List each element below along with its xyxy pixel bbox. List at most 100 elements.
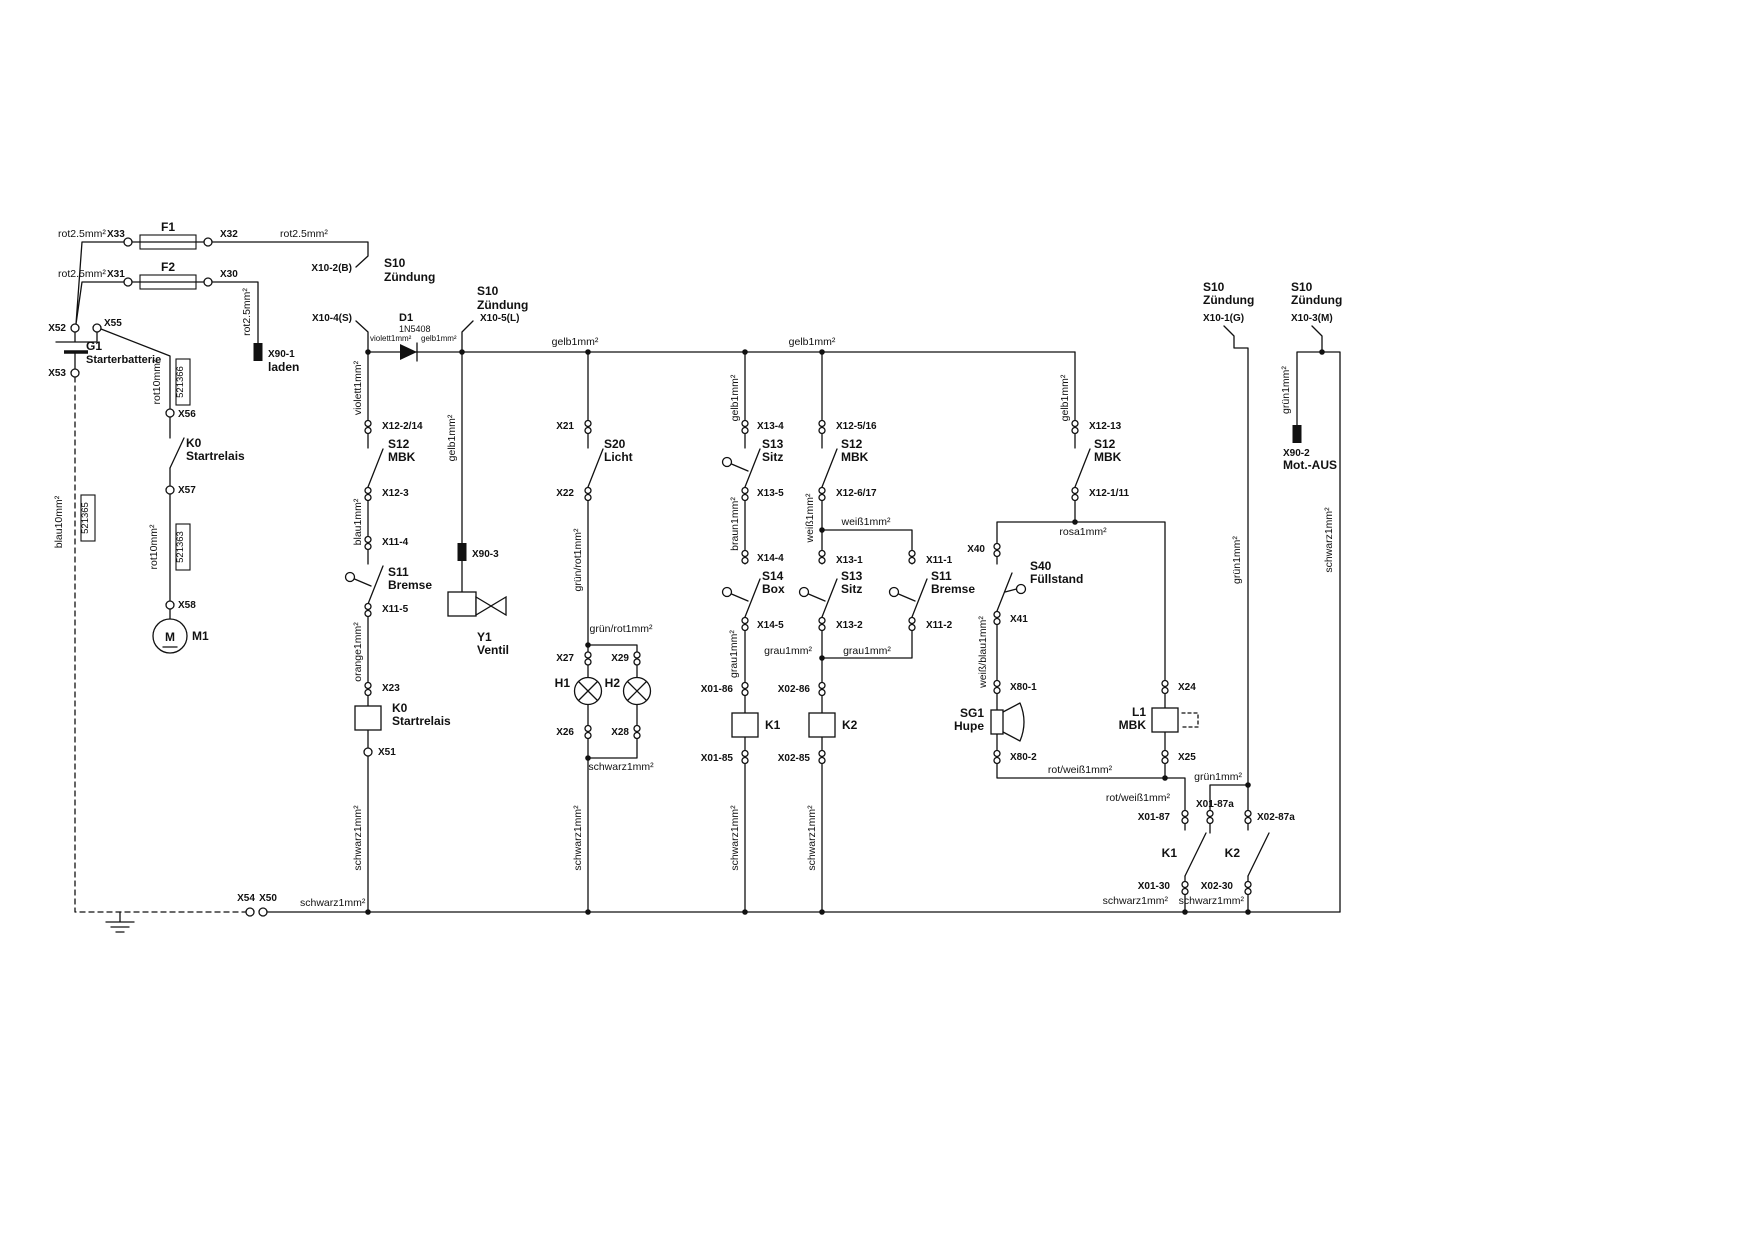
label-term-x55-label: X55 xyxy=(104,318,122,329)
wires-layer xyxy=(55,241,1341,913)
label-x90-1-name: laden xyxy=(268,360,299,374)
terminal-x30 xyxy=(203,277,213,287)
label-wire-schwarz-e: schwarz1mm² xyxy=(806,805,818,871)
label-s10-l-ref: S10 xyxy=(477,284,499,298)
label-term-x22-label: X22 xyxy=(556,488,574,499)
wire-battery-to-fuses xyxy=(75,241,369,344)
junction-dot xyxy=(585,642,591,648)
label-g1-name: Starterbatterie xyxy=(86,354,161,366)
connector-x02-87a xyxy=(1244,809,1252,825)
label-k2-contact-ref: K2 xyxy=(1225,846,1241,860)
label-s12-a-name: MBK xyxy=(388,450,416,464)
connector-x13-5 xyxy=(741,486,749,502)
label-term-x52-label: X52 xyxy=(48,323,66,334)
label-term-x57-label: X57 xyxy=(178,485,196,496)
diode-d1-triangle xyxy=(400,344,417,360)
label-m1-ref: M1 xyxy=(192,629,209,643)
connector-x13-2 xyxy=(818,616,826,632)
label-term-x10-1g-label: X10-1(G) xyxy=(1203,313,1244,324)
switch-blade-s12-f xyxy=(1074,448,1091,488)
label-s12-a-ref: S12 xyxy=(388,437,410,451)
label-wire-grau-h1: grau1mm² xyxy=(764,645,812,657)
label-term-x30-label: X30 xyxy=(220,269,238,280)
switch-blade-s11-e xyxy=(911,578,928,618)
label-term-x29-label: X29 xyxy=(611,653,629,664)
junction-dot xyxy=(1162,775,1168,781)
label-k2-coil-ref: K2 xyxy=(842,718,858,732)
label-s11-e-name: Bremse xyxy=(931,582,975,596)
horn-sg1-body xyxy=(990,709,1004,735)
connector-x13-4 xyxy=(741,419,749,435)
label-wire-rot25-c: rot2.5mm² xyxy=(58,268,106,280)
valve-y1-coil xyxy=(447,591,477,617)
lamp-h2-cross xyxy=(626,680,648,702)
connector-x24 xyxy=(1161,679,1169,695)
label-wire-gelb-sm: gelb1mm² xyxy=(421,334,457,343)
label-m1-symbol: M xyxy=(165,630,175,644)
label-term-x01-87a-label: X01-87a xyxy=(1196,799,1234,810)
label-part-521365: 521365 xyxy=(80,502,91,534)
label-wire-rot25-a: rot2.5mm² xyxy=(58,228,106,240)
label-term-x12-1-11-label: X12-1/11 xyxy=(1089,488,1129,499)
label-term-x12-3-label: X12-3 xyxy=(382,488,409,499)
label-term-x02-85-label: X02-85 xyxy=(778,753,811,764)
label-term-x12-6-17-label: X12-6/17 xyxy=(836,488,877,499)
label-term-x12-13-label: X12-13 xyxy=(1089,421,1122,432)
junction-dot xyxy=(819,655,825,661)
junction-dot xyxy=(819,527,825,533)
connector-x14-4 xyxy=(741,549,749,565)
wire-bus-c-licht xyxy=(587,351,638,913)
junction-dot xyxy=(585,349,591,355)
switch-blade-k1-contact xyxy=(1184,832,1207,877)
label-term-x02-87a-label: X02-87a xyxy=(1257,812,1295,823)
label-wire-rotweiss-h1: rot/weiß1mm² xyxy=(1048,764,1113,776)
actuator-s14 xyxy=(721,586,733,598)
actuator-s13-d xyxy=(721,456,733,468)
label-wire-schwarz-h: schwarz1mm² xyxy=(588,761,654,773)
part-number-box-521366 xyxy=(175,358,191,406)
label-term-x14-4-label: X14-4 xyxy=(757,553,784,564)
label-l1-name: MBK xyxy=(1119,718,1147,732)
coil-l1 xyxy=(1151,707,1179,733)
connector-x23 xyxy=(364,681,372,697)
label-term-x11-2-label: X11-2 xyxy=(926,620,953,631)
terminal-x52 xyxy=(70,323,80,333)
junction-dots xyxy=(365,349,1325,915)
label-s11-e-ref: S11 xyxy=(931,569,952,583)
terminal-x90-3 xyxy=(457,543,467,561)
label-term-x90-3-label: X90-3 xyxy=(472,549,499,560)
label-s11-a-name: Bremse xyxy=(388,578,432,592)
label-term-x80-1-label: X80-1 xyxy=(1010,682,1037,693)
label-wire-gruenrot-h: grün/rot1mm² xyxy=(589,623,653,635)
label-term-x10-5l-label: X10-5(L) xyxy=(480,313,519,324)
connector-x41 xyxy=(993,610,1001,626)
label-wire-gelb-vb: gelb1mm² xyxy=(446,414,458,461)
label-term-x10-3m-label: X10-3(M) xyxy=(1291,313,1333,324)
label-s12-e-name: MBK xyxy=(841,450,869,464)
fuse-f2-body xyxy=(139,274,197,290)
label-term-x13-5-label: X13-5 xyxy=(757,488,784,499)
label-wire-gelb-h2: gelb1mm² xyxy=(789,336,836,348)
switch-blade-k2-contact xyxy=(1247,832,1270,877)
connector-x01-30 xyxy=(1181,880,1189,896)
label-wire-weiss-v: weiß1mm² xyxy=(804,493,816,544)
label-wire-violett-sm: violett1mm² xyxy=(370,334,412,343)
label-s20-name: Licht xyxy=(604,450,633,464)
connector-x01-85 xyxy=(741,749,749,765)
label-wire-rot25-v: rot2.5mm² xyxy=(241,288,253,336)
label-term-x13-4-label: X13-4 xyxy=(757,421,784,432)
label-term-x28-label: X28 xyxy=(611,727,629,738)
connector-x40 xyxy=(993,542,1001,558)
label-term-x56-label: X56 xyxy=(178,409,196,420)
label-sg1-name: Hupe xyxy=(954,719,984,733)
terminal-x31 xyxy=(123,277,133,287)
junction-dot xyxy=(1319,349,1325,355)
switch-actuator-links xyxy=(353,463,1018,602)
terminal-x32 xyxy=(203,237,213,247)
label-s14-ref: S14 xyxy=(762,569,784,583)
junction-dot xyxy=(459,349,465,355)
label-g1-ref: G1 xyxy=(86,339,102,353)
wire-right-ignition xyxy=(1296,325,1341,913)
connector-x12-3 xyxy=(364,486,372,502)
